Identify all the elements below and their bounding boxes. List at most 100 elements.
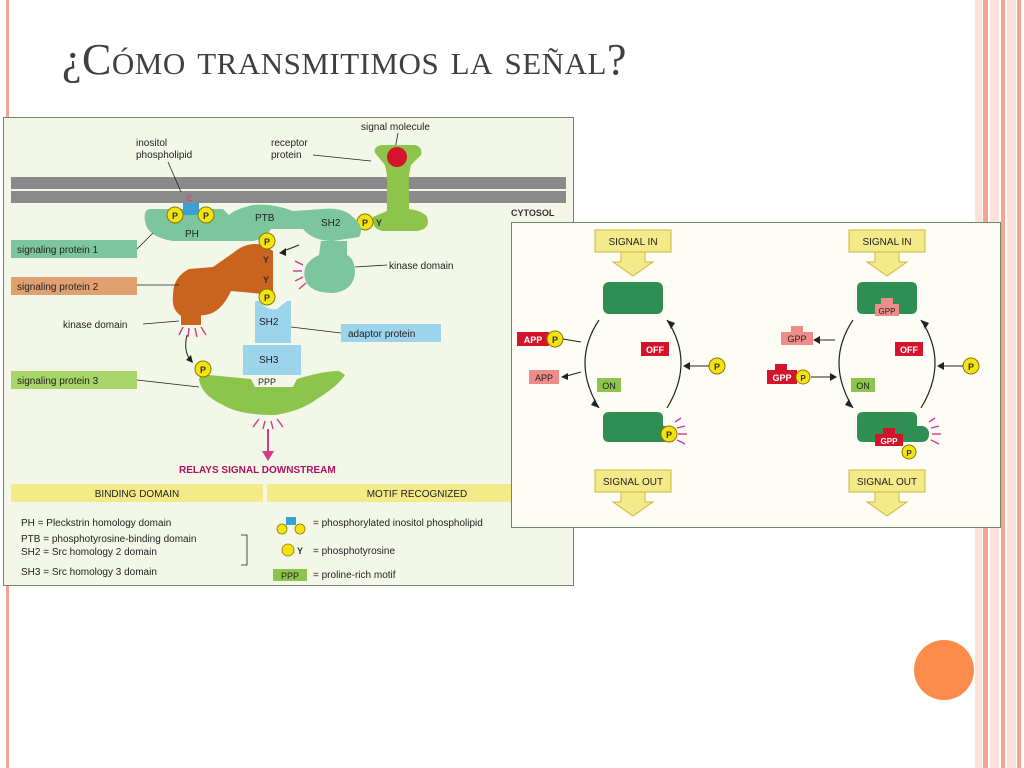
phosphate-label: P xyxy=(362,218,368,228)
phosphate-icon xyxy=(795,369,811,385)
motif-y-symbol: Y xyxy=(297,546,303,556)
tyrosine-label: Y xyxy=(263,275,269,285)
off-label: OFF xyxy=(900,345,918,355)
tyrosine-label: Y xyxy=(376,218,382,228)
on-label-box xyxy=(851,378,875,392)
inositol-e-label: E xyxy=(187,194,192,203)
legend-item: SH2 = Src homology 2 domain xyxy=(21,547,157,558)
signal-out-label: SIGNAL OUT xyxy=(857,477,917,488)
accent-circle xyxy=(914,640,974,700)
ppp-motif-label: PPP xyxy=(258,377,276,387)
signal-in-label: SIGNAL IN xyxy=(608,237,657,248)
receptor-label: protein xyxy=(271,150,302,161)
phosphate-icon xyxy=(258,232,276,250)
kinase-domain-right xyxy=(304,241,355,293)
signal-molecule-label: signal molecule xyxy=(361,122,430,133)
signaling-protein-2-label: signaling protein 2 xyxy=(17,282,99,293)
phosphorylation-cycle: SIGNAL IN P SIGNAL OUT APP P APP OFF ON … xyxy=(517,229,726,517)
phosphate-label: P xyxy=(552,335,558,345)
activity-burst xyxy=(928,417,941,445)
on-label: ON xyxy=(856,381,870,391)
phosphate-icon xyxy=(166,206,184,224)
legend-item: SH3 = Src homology 3 domain xyxy=(21,567,157,578)
signal-in-arrow xyxy=(865,251,909,277)
phosphate-label: P xyxy=(172,211,178,221)
slide-title: ¿Cómo transmitimos la señal? xyxy=(62,35,627,84)
signaling-protein-1-label: signaling protein 1 xyxy=(17,245,99,256)
phosphate-icon xyxy=(194,360,212,378)
adaptor-protein-label: adaptor protein xyxy=(348,329,415,340)
motif-header xyxy=(267,484,567,502)
adaptor-protein-tag xyxy=(341,324,441,342)
legend-item: = proline-rich motif xyxy=(313,570,396,581)
gpp-label: GPP xyxy=(881,437,899,446)
motif-header-text: MOTIF RECOGNIZED xyxy=(367,489,468,500)
signaling-protein-2 xyxy=(172,244,273,317)
activity-burst xyxy=(178,326,207,338)
app-plain-label: APP xyxy=(535,373,553,383)
legend-item: PTB = phosphotyrosine-binding domain xyxy=(21,534,196,545)
motif-ppp-symbol: PPP xyxy=(281,571,299,581)
signal-in-label: SIGNAL IN xyxy=(862,237,911,248)
gpp-incoming-box xyxy=(767,370,797,384)
signaling-protein-3-tag xyxy=(11,371,137,389)
inositol-label: phospholipid xyxy=(136,150,192,161)
sh2-domain-label: SH2 xyxy=(321,218,341,229)
gpp-released-box xyxy=(781,332,813,345)
switch-on-protein xyxy=(603,412,675,442)
legend-item: PH = Pleckstrin homology domain xyxy=(21,518,171,529)
membrane-band xyxy=(11,177,566,189)
activity-burst xyxy=(674,417,687,445)
adaptor-protein xyxy=(255,301,291,343)
phosphate-label: P xyxy=(264,293,270,303)
gpp-bound-off xyxy=(875,304,899,316)
app-label: APP xyxy=(524,335,543,345)
on-label: ON xyxy=(602,381,616,391)
signaling-protein-3 xyxy=(199,371,345,415)
signal-out-arrow xyxy=(611,491,655,517)
off-label-box xyxy=(895,342,923,356)
phosphate-label: P xyxy=(203,211,209,221)
tyrosine-label: Y xyxy=(263,255,269,265)
app-label-box xyxy=(517,332,549,346)
sh2-domain-label: SH2 xyxy=(259,317,279,328)
signaling-proteins-figure: CYTOSOL signal molecule receptor protein… xyxy=(3,117,574,586)
phosphate-icon xyxy=(197,206,215,224)
signal-out-arrow xyxy=(865,491,909,517)
phosphate-icon xyxy=(258,288,276,306)
legend-item: = phosphorylated inositol phospholipid xyxy=(313,518,483,529)
ptb-domain-label: PTB xyxy=(255,213,275,224)
decor-stripe xyxy=(1001,0,1005,768)
decor-stripe xyxy=(1017,0,1021,768)
gpp-incoming-label: GPP xyxy=(772,373,791,383)
activity-burst xyxy=(293,260,307,290)
gpp-label: GPP xyxy=(879,307,896,316)
downstream-arrow xyxy=(262,451,274,461)
app-plain-box xyxy=(529,370,559,384)
signal-in-arrow xyxy=(611,251,655,277)
signal-out-label: SIGNAL OUT xyxy=(603,477,663,488)
gpp-released-label: GPP xyxy=(787,334,806,344)
activity-burst xyxy=(252,418,284,430)
gtp-binding-cycle: SIGNAL IN GPP GPP P SIGNAL OUT GPP G xyxy=(767,229,980,517)
phosphate-label: P xyxy=(714,362,720,372)
receptor-protein xyxy=(372,145,428,231)
signal-molecule xyxy=(387,147,407,167)
phosphate-label: P xyxy=(906,449,912,458)
phosphate-label: P xyxy=(200,365,206,375)
sh3-domain-label: SH3 xyxy=(259,355,279,366)
binding-domain-header-text: BINDING DOMAIN xyxy=(95,489,179,500)
signaling-protein-2-tag xyxy=(11,277,137,295)
decor-stripe xyxy=(1007,0,1016,768)
phosphate-icon xyxy=(901,444,917,460)
kinase-domain-label: kinase domain xyxy=(389,261,453,272)
ph-domain-label: PH xyxy=(185,229,199,240)
phosphate-label: P xyxy=(800,374,806,383)
phosphate-label: P xyxy=(264,237,270,247)
kinase-domain-label: kinase domain xyxy=(63,320,127,331)
receptor-label: receptor xyxy=(271,138,308,149)
signaling-protein-3-label: signaling protein 3 xyxy=(17,376,99,387)
gpp-bound-on xyxy=(875,434,903,446)
kinase-domain-left xyxy=(181,315,201,325)
phosphate-icon xyxy=(660,425,678,443)
